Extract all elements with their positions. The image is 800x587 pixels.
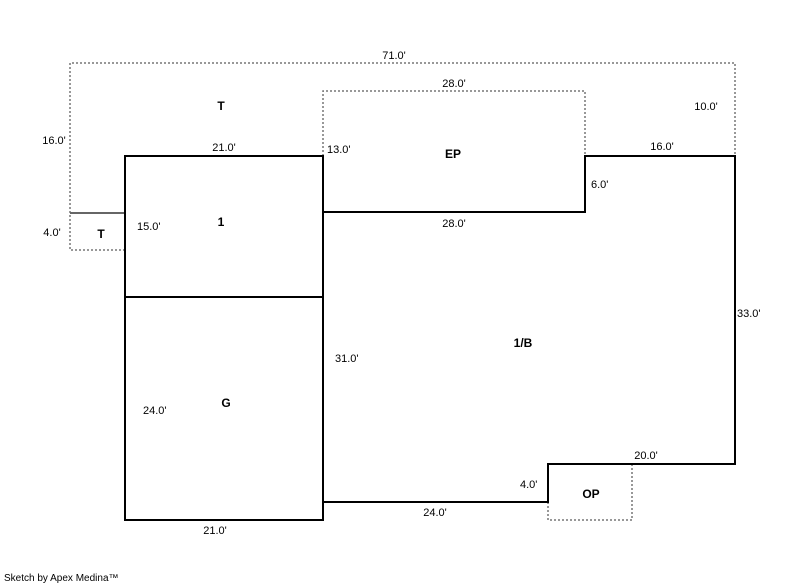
dim-room1-left: 15.0' bbox=[137, 221, 161, 233]
dim-op-left: 4.0' bbox=[520, 479, 537, 491]
dim-mid-vertical: 31.0' bbox=[335, 353, 359, 365]
area-label-ep: EP bbox=[445, 147, 461, 161]
dim-t-small-left: 4.0' bbox=[43, 227, 60, 239]
dim-right-top: 10.0' bbox=[694, 101, 718, 113]
dim-ep-left: 13.0' bbox=[327, 144, 351, 156]
dim-outer-top: 71.0' bbox=[382, 50, 406, 62]
dim-garage-bottom: 21.0' bbox=[203, 525, 227, 537]
dim-ep-bottom: 28.0' bbox=[442, 218, 466, 230]
area-label-g: G bbox=[221, 396, 230, 410]
dim-op-top: 20.0' bbox=[634, 450, 658, 462]
sketch-credit: Sketch by Apex Medina™ bbox=[4, 573, 119, 584]
dim-ep-top: 28.0' bbox=[442, 78, 466, 90]
garage-outline bbox=[124, 296, 324, 521]
open-porch-outline bbox=[547, 464, 633, 521]
dim-right-upper: 16.0' bbox=[650, 141, 674, 153]
area-label-op: OP bbox=[582, 487, 599, 501]
dotted-outlines bbox=[69, 62, 736, 521]
dim-garage-left: 24.0' bbox=[143, 405, 167, 417]
dim-room1-top: 21.0' bbox=[212, 142, 236, 154]
dim-bottom-mid: 24.0' bbox=[423, 507, 447, 519]
area-label-1b: 1/B bbox=[514, 336, 533, 350]
main-area-outline bbox=[323, 155, 736, 503]
walls bbox=[124, 155, 736, 521]
dim-ep-right: 6.0' bbox=[591, 179, 608, 191]
area-label-t: T bbox=[217, 99, 225, 113]
dim-right-side: 33.0' bbox=[737, 308, 761, 320]
terrace-outline bbox=[69, 62, 736, 251]
area-label-1: 1 bbox=[218, 215, 225, 229]
enclosed-porch-outline bbox=[322, 90, 586, 156]
dim-left-outer: 16.0' bbox=[42, 135, 66, 147]
area-label-t-small: T bbox=[97, 227, 105, 241]
